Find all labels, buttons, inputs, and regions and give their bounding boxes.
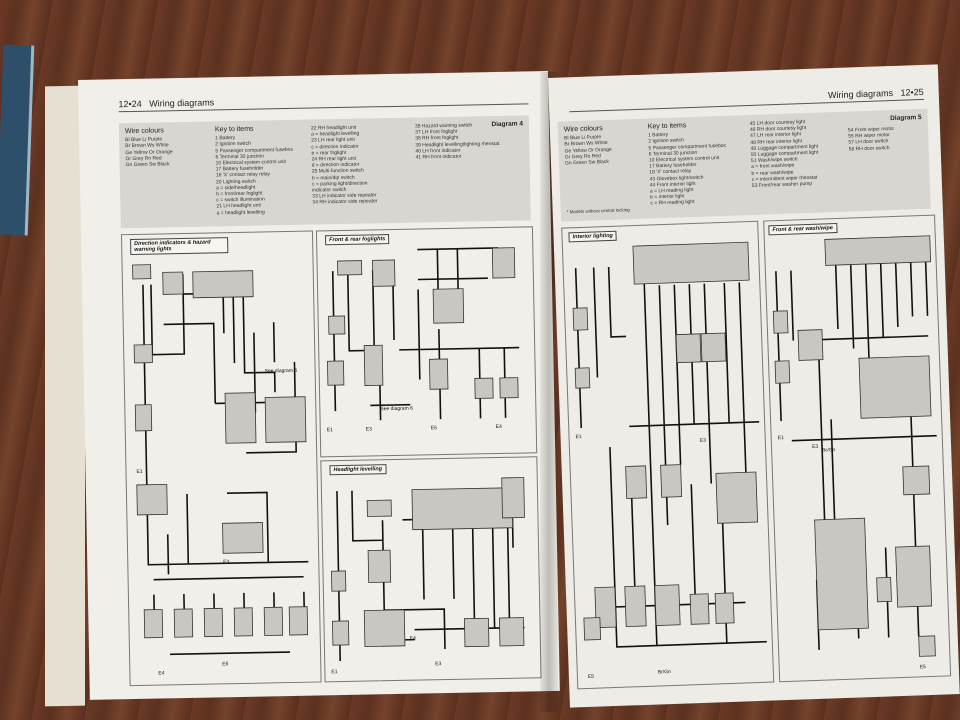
svg-text:E1: E1 (575, 434, 582, 440)
svg-text:E5: E5 (222, 661, 228, 667)
diagram-label: Diagram 5 (890, 113, 922, 123)
wire-colour-row: Gn Green Sw Black (564, 158, 609, 167)
wire-colours-block: Wire colours Bl Blue Li Purple Br Brown … (564, 125, 645, 167)
svg-text:E3: E3 (366, 426, 372, 432)
svg-text:Br/Gn: Br/Gn (658, 669, 671, 675)
svg-text:E1: E1 (327, 427, 333, 433)
key-col-3: 35 Hazard warning switch 37 LH front fog… (415, 121, 526, 160)
svg-text:See diagram 6: See diagram 6 (380, 406, 413, 413)
key-box: Diagram 5 Wire colours Bl Blue Li Purple… (557, 108, 931, 222)
svg-text:E3: E3 (812, 444, 819, 450)
key-item: 34 RH indicator side repeater (312, 198, 378, 206)
svg-text:E5: E5 (920, 664, 927, 670)
key-col-3: 54 Front wiper motor 55 RH wiper motor 5… (848, 125, 924, 152)
svg-text:E3: E3 (223, 559, 229, 565)
svg-text:E1: E1 (778, 435, 785, 441)
svg-text:E1: E1 (331, 669, 337, 675)
running-title: Wiring diagrams (827, 87, 894, 101)
wire-colour-row: Gn Green Sw Black (125, 161, 170, 169)
running-title: Wiring diagrams (149, 97, 215, 109)
svg-text:E5: E5 (431, 425, 437, 431)
page-number: 12•25 (900, 86, 924, 98)
key-box: Diagram 4 Wire colours Bl Blue Li Purple… (118, 115, 531, 229)
key-col-1: Key to items 1 Battery 2 Ignition switch… (648, 121, 746, 207)
svg-text:Br/Gn: Br/Gn (822, 447, 835, 453)
foglights-schematic: E1 E3 E5 E4 See diagram 6 (327, 247, 520, 433)
footnote: * Models without central locking (566, 207, 630, 215)
svg-text:E1: E1 (136, 469, 142, 475)
svg-text:E5: E5 (588, 674, 595, 680)
wire-colours-block: Wire colours Bl Blue Li Purple Br Brown … (125, 127, 211, 168)
key-col-1: Key to items 1 Battery 2 Ignition switch… (215, 126, 307, 217)
key-item: 41 RH front indicator (415, 153, 462, 161)
svg-text:E4: E4 (158, 670, 164, 676)
left-page-header: 12•24 Wiring diagrams (118, 91, 529, 113)
svg-text:E4: E4 (410, 636, 416, 642)
key-title: Key to items (214, 125, 254, 134)
headlight-levelling-schematic: E1 E3 E4 (331, 477, 525, 675)
svg-text:E3: E3 (700, 438, 707, 444)
direction-indicators-panel: Direction indicators & hazard warning li… (120, 230, 322, 687)
svg-text:See diagram 6: See diagram 6 (265, 368, 298, 375)
key-col-2: 45 LH door courtesy light 46 RH door cou… (750, 118, 847, 190)
left-page: 12•24 Wiring diagrams Diagram 4 Wire col… (78, 70, 560, 700)
key-item: a = headlight levelling (216, 209, 265, 217)
page-number: 12•24 (118, 98, 142, 110)
right-page: Wiring diagrams 12•25 Diagram 5 Wire col… (548, 64, 960, 708)
wire-colours-title: Wire colours (124, 127, 164, 136)
svg-text:E4: E4 (496, 424, 502, 430)
right-page-header: Wiring diagrams 12•25 (569, 86, 924, 113)
svg-text:E3: E3 (435, 661, 441, 667)
key-col-2: 22 RH headlight unit a = headlight level… (311, 124, 411, 207)
